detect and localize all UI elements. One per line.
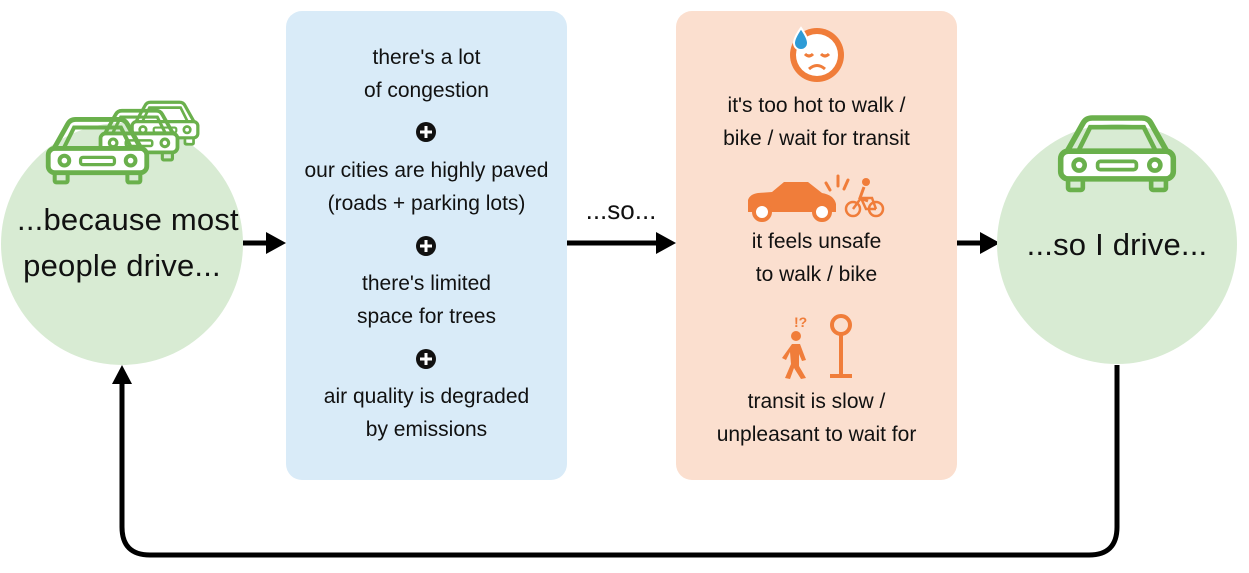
congestion-item-1: there's a lot of congestion bbox=[286, 41, 567, 107]
car-icon bbox=[1061, 118, 1174, 190]
reason-transit-line-2: unpleasant to wait for bbox=[716, 423, 917, 446]
person-waiting-at-stop-icon: !? bbox=[782, 314, 852, 379]
sweating-face-icon bbox=[790, 26, 844, 82]
congestion-item-4-line-2: by emissions bbox=[365, 418, 488, 441]
plus-icon bbox=[416, 236, 436, 256]
congestion-item-2: our cities are highly paved (roads + par… bbox=[286, 154, 567, 220]
reason-safety-line-2: to walk / bike bbox=[755, 263, 878, 286]
feedback-loop-arrow bbox=[119, 365, 1120, 558]
congestion-item-1-line-2: of congestion bbox=[364, 79, 489, 102]
right-circle bbox=[997, 124, 1237, 364]
reason-heat-line-2: bike / wait for transit bbox=[723, 127, 910, 150]
congestion-item-4-line-1: air quality is degraded bbox=[323, 385, 530, 408]
reason-safety: it feels unsafe to walk / bike bbox=[676, 225, 957, 291]
reason-transit-line-1: transit is slow / bbox=[747, 390, 886, 413]
congestion-item-2-line-1: our cities are highly paved bbox=[304, 159, 549, 182]
feedback-loop-arrowhead bbox=[112, 365, 132, 384]
congestion-item-1-line-1: there's a lot bbox=[372, 46, 481, 69]
reason-heat-line-1: it's too hot to walk / bbox=[727, 94, 906, 117]
left-circle-line-1: ...because most bbox=[17, 202, 239, 237]
congestion-item-3-line-1: there's limited bbox=[362, 272, 491, 295]
connector-label: ...so... bbox=[585, 195, 657, 225]
plus-icon bbox=[416, 349, 436, 369]
reason-transit: transit is slow / unpleasant to wait for bbox=[676, 385, 957, 451]
right-circle-label: ...so I drive... bbox=[1026, 227, 1208, 262]
left-circle-line-2: people drive... bbox=[23, 248, 221, 283]
car-and-bike-icon bbox=[748, 174, 885, 222]
arrowhead-to-right-circle bbox=[980, 232, 1000, 254]
congestion-item-3: there's limited space for trees bbox=[286, 267, 567, 333]
svg-text:!?: !? bbox=[794, 314, 807, 330]
congestion-item-3-line-2: space for trees bbox=[357, 305, 496, 328]
congestion-item-4: air quality is degraded by emissions bbox=[286, 380, 567, 446]
congestion-item-2-line-2: (roads + parking lots) bbox=[327, 192, 526, 215]
arrowhead-to-congestion bbox=[266, 232, 286, 254]
left-circle-label: ...because most people drive... bbox=[17, 197, 239, 289]
reason-heat: it's too hot to walk / bike / wait for t… bbox=[676, 89, 957, 155]
reason-safety-line-1: it feels unsafe bbox=[751, 230, 882, 253]
arrowhead-to-reasons bbox=[656, 232, 676, 254]
plus-icon bbox=[416, 122, 436, 142]
reasons-box bbox=[676, 11, 957, 480]
